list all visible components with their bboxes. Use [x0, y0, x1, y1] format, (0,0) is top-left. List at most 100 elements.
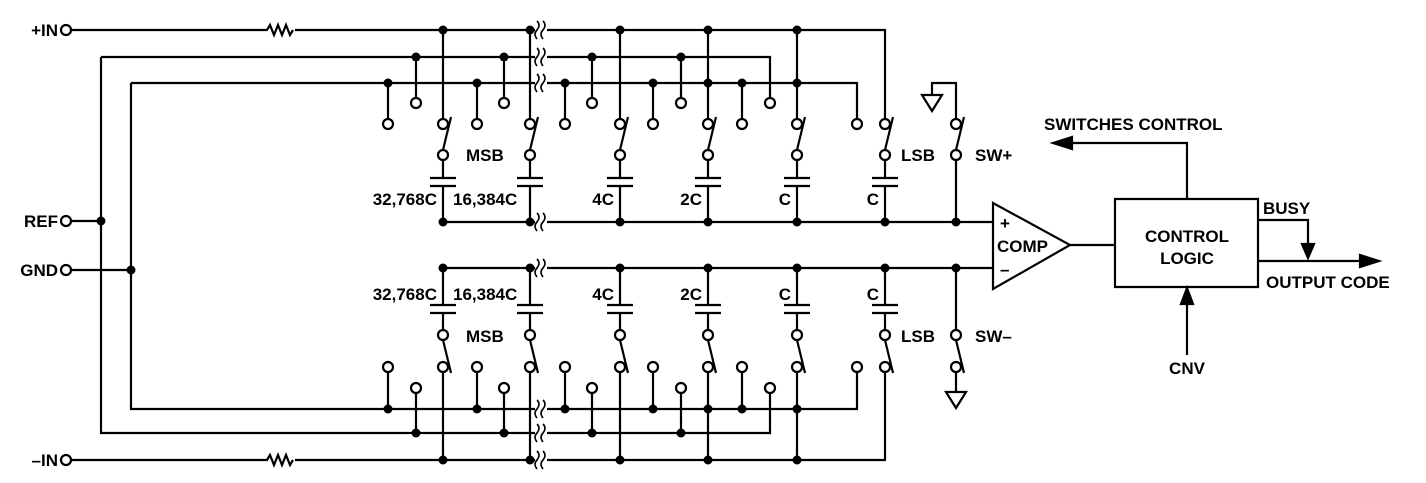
switch-terminal — [701, 117, 715, 131]
control-logic-line1: CONTROL — [1145, 227, 1229, 246]
sw-minus-label: SW– — [975, 327, 1012, 346]
break-mark-icon — [540, 47, 546, 67]
terminal-circle — [646, 117, 660, 131]
switch-terminal — [790, 328, 804, 342]
junction-dot — [383, 78, 393, 88]
switch-blade-bottom — [618, 339, 630, 374]
switch-terminal — [878, 148, 892, 162]
control-logic-line2: LOGIC — [1160, 249, 1214, 268]
switch-blade-top — [706, 116, 718, 151]
junction-dot — [525, 217, 535, 227]
terminal-circle — [558, 117, 572, 131]
junction-dot — [615, 455, 625, 465]
break-mark-icon — [540, 399, 546, 419]
output-code-label: OUTPUT CODE — [1266, 273, 1390, 292]
capacitor-top — [872, 160, 898, 222]
junction-dot — [438, 263, 448, 273]
cap-label-bottom-2: 4C — [592, 285, 614, 304]
break-mark-icon — [540, 423, 546, 443]
cap-label-bottom-0: 32,768C — [373, 285, 437, 304]
sw-minus-blade — [954, 339, 966, 374]
switch-terminal — [613, 328, 627, 342]
capacitor-bottom — [517, 268, 543, 330]
minus-in-rail — [295, 372, 887, 462]
capacitor-bottom — [872, 268, 898, 330]
capacitor-bottom — [784, 268, 810, 330]
break-mark-icon — [534, 20, 540, 40]
junction-dot — [792, 25, 802, 35]
junction-dot — [615, 217, 625, 227]
junction-dot — [737, 78, 747, 88]
terminal-circle — [558, 360, 572, 374]
junction-dot — [587, 428, 597, 438]
cap-label-top-2: 4C — [592, 190, 614, 209]
sw-plus-blade — [954, 116, 966, 151]
comp-minus-label: – — [1000, 260, 1009, 279]
msb-label-bottom: MSB — [466, 327, 504, 346]
ground-icon — [944, 372, 968, 411]
switch-blade-top — [441, 116, 453, 151]
junction-dot — [703, 78, 713, 88]
switch-terminal — [701, 328, 715, 342]
capacitor-top — [430, 160, 456, 222]
break-gap — [535, 26, 547, 34]
break-gap — [535, 456, 547, 464]
switch-terminal — [613, 360, 627, 374]
terminal-circle — [409, 381, 423, 395]
comp-plus-label: + — [1000, 214, 1010, 233]
break-mark-icon — [534, 258, 540, 278]
break-mark-icon — [534, 423, 540, 443]
switch-terminal — [523, 148, 537, 162]
junction-dot — [560, 78, 570, 88]
terminal-circle — [949, 148, 963, 162]
switch-terminal — [523, 328, 537, 342]
terminal-circle — [381, 117, 395, 131]
junction-dot — [703, 217, 713, 227]
cap-label-bottom-3: 2C — [680, 285, 702, 304]
junction-dot — [951, 263, 961, 273]
msb-label-top: MSB — [466, 146, 504, 165]
junction-dot — [951, 217, 961, 227]
switch-terminal — [436, 148, 450, 162]
switch-blade-top — [883, 116, 895, 151]
junction-dot — [676, 428, 686, 438]
break-gap — [535, 79, 547, 87]
ref-terminal — [59, 214, 73, 228]
terminal-circle — [763, 96, 777, 110]
switch-terminal — [436, 117, 450, 131]
cap-label-top-1: 16,384C — [453, 190, 517, 209]
junction-dot — [560, 404, 570, 414]
minus-in-label: –IN — [32, 451, 58, 470]
terminal-circle — [735, 360, 749, 374]
junction-dot — [126, 265, 136, 275]
plus-in-rail — [295, 28, 887, 119]
arrow-left-icon — [1049, 135, 1074, 151]
junction-dot — [792, 78, 802, 88]
junction-dot — [411, 52, 421, 62]
switch-blade-bottom — [883, 339, 895, 374]
cap-label-bottom-4: C — [779, 285, 791, 304]
junction-dot — [411, 428, 421, 438]
junction-dot — [676, 52, 686, 62]
switch-terminal — [613, 148, 627, 162]
minus-in-resistor — [71, 452, 294, 468]
terminal-circle — [585, 96, 599, 110]
plus-in-resistor — [71, 22, 294, 38]
arrow-down-icon — [1300, 242, 1316, 261]
terminal-circle — [735, 117, 749, 131]
switch-blade-bottom — [795, 339, 807, 374]
terminal-circle — [674, 96, 688, 110]
junction-dot — [703, 25, 713, 35]
terminal-circle — [497, 381, 511, 395]
plus-in-terminal — [59, 23, 73, 37]
switch-blade-top — [618, 116, 630, 151]
terminal-circle — [949, 117, 963, 131]
switches-control-wire — [1065, 141, 1189, 199]
break-mark-icon — [534, 212, 540, 232]
switch-blade-bottom — [528, 339, 540, 374]
cnv-label: CNV — [1169, 359, 1206, 378]
junction-dot — [587, 52, 597, 62]
comp-label: COMP — [997, 237, 1048, 256]
